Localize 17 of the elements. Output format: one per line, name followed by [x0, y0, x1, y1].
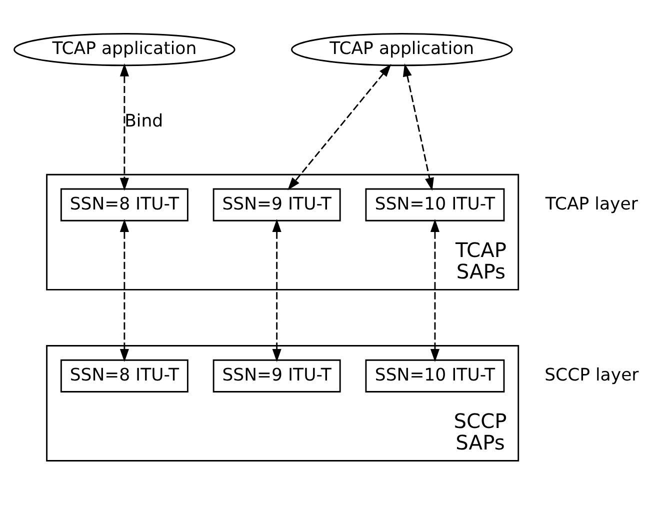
arrow — [120, 62, 129, 190]
node-box: SSN=9 ITU-T — [212, 358, 341, 392]
arrow — [272, 218, 282, 362]
node-ellipse: TCAP application — [14, 32, 236, 66]
node-box: SSN=8 ITU-T — [60, 188, 188, 221]
node-label: SCCP layer — [544, 364, 639, 385]
node-box: SSN=10 ITU-T — [365, 358, 505, 392]
arrow — [288, 63, 392, 190]
node-label: TCAP layer — [545, 194, 638, 214]
node-box: SSN=10 ITU-T — [365, 188, 505, 221]
edge-label: Bind — [124, 111, 164, 132]
node-box: SSN=9 ITU-T — [212, 188, 341, 221]
node-box: SSN=8 ITU-T — [60, 358, 188, 392]
arrow — [120, 218, 129, 362]
arrow — [402, 62, 434, 190]
node-ellipse: TCAP application — [291, 32, 513, 66]
arrow — [430, 218, 440, 362]
